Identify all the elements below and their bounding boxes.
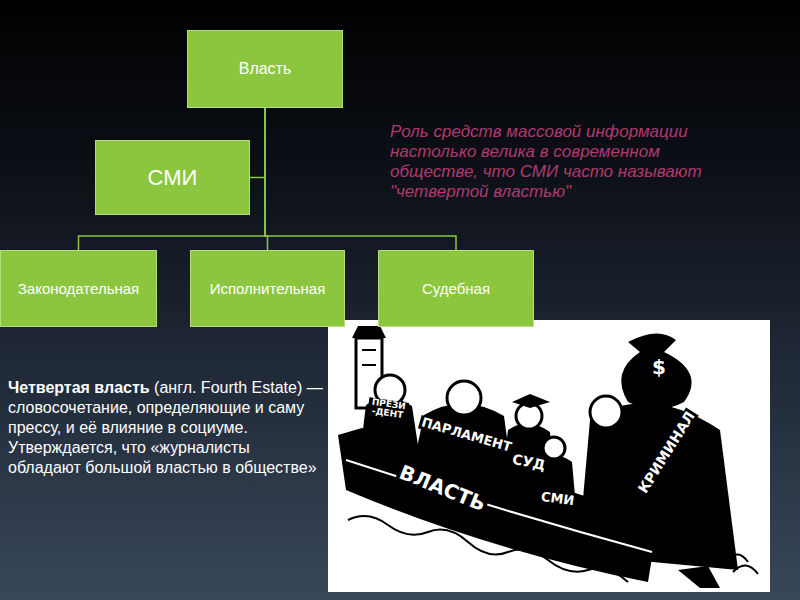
tree-connector <box>79 108 266 250</box>
branch-box: Исполнительная <box>190 250 345 327</box>
root-box: Власть <box>187 30 343 108</box>
bag-label: $ <box>650 357 668 378</box>
box-text: Законодательная <box>18 280 139 297</box>
term-bold: Четвертая власть <box>8 379 150 396</box>
tree-connector <box>250 108 265 178</box>
box-text: Исполнительная <box>210 280 326 297</box>
callout-note: Роль средств массовой информации настоль… <box>390 122 725 202</box>
box-text: Власть <box>239 60 292 78</box>
branch-box: Судебная <box>378 250 534 327</box>
branch-box: СМИ <box>95 140 250 215</box>
definition-paragraph: Четвертая власть (англ. Fourth Estate) —… <box>8 378 323 478</box>
box-text: СМИ <box>148 165 198 191</box>
branch-box: Законодательная <box>0 250 157 327</box>
box-text: Судебная <box>422 280 490 297</box>
